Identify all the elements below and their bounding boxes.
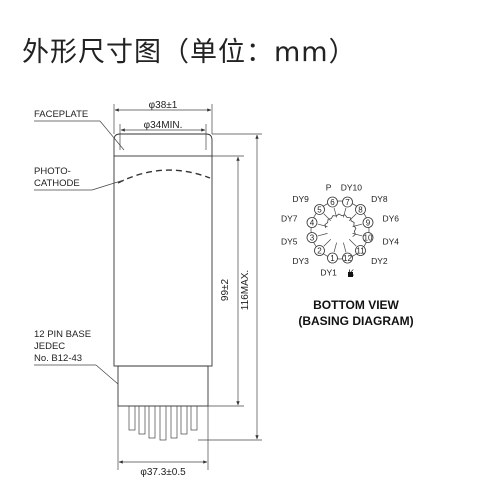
dynode-mark — [346, 216, 352, 222]
pin-lead — [343, 242, 347, 253]
key-notch — [348, 272, 353, 277]
pin-circle — [342, 196, 353, 208]
dynode-mark — [335, 213, 343, 217]
svg-text:φ38±1: φ38±1 — [149, 100, 178, 111]
pin-number: 11 — [356, 247, 365, 256]
pin-circle — [355, 204, 366, 215]
svg-text:FACEPLATE: FACEPLATE — [34, 109, 88, 120]
electrode-structure — [324, 213, 357, 238]
svg-text:99±2: 99±2 — [220, 278, 231, 301]
base-pins — [128, 405, 198, 441]
pin-lead — [343, 207, 347, 218]
dynode-mark — [327, 218, 332, 223]
dimension-height-116: 116MAX. — [240, 134, 259, 440]
pin-number: 9 — [366, 218, 371, 227]
dynode-mark — [324, 222, 329, 229]
dimension-diameter-max: φ38±1 — [114, 100, 212, 112]
pin-lead — [323, 213, 332, 222]
basing-caption-1: BOTTOM VIEW — [313, 298, 399, 312]
dynode-mark — [330, 215, 337, 219]
tube-base — [117, 365, 209, 407]
pin-lead — [323, 238, 332, 247]
dynode-mark — [353, 225, 357, 232]
pin-label: DY3 — [292, 256, 309, 266]
pin-circle — [362, 232, 374, 243]
pin-number: 7 — [345, 198, 350, 207]
pin-circle — [355, 245, 366, 256]
pin-number: 2 — [317, 247, 322, 256]
dynode-mark — [341, 214, 348, 218]
pin-circle — [314, 245, 325, 256]
tube-outline — [113, 133, 213, 441]
pin-label: P — [326, 182, 332, 192]
pin-lead — [348, 238, 357, 247]
svg-text:φ34MIN.: φ34MIN. — [144, 120, 183, 131]
pin-label: DY5 — [281, 236, 298, 246]
dynode-mark — [352, 230, 356, 238]
pin-circle — [306, 217, 318, 228]
pin-label: DY9 — [292, 194, 309, 204]
dynode-mark — [350, 220, 355, 227]
svg-text:JEDEC: JEDEC — [34, 341, 65, 352]
pin-label: DY10 — [341, 182, 363, 192]
photocathode-arc — [117, 169, 211, 184]
pin-circle — [314, 204, 325, 215]
pin-number: 10 — [364, 234, 373, 243]
svg-text:φ37.3±0.5: φ37.3±0.5 — [140, 467, 186, 478]
pin-lead — [317, 233, 328, 237]
pin-number: 1 — [330, 254, 335, 263]
page-title: 外形尺寸图（单位：mm） — [22, 37, 357, 68]
pin-lead — [317, 223, 328, 227]
label-faceplate: FACEPLATE — [34, 109, 125, 151]
dimension-height-99: 99±2 — [220, 156, 240, 406]
svg-text:116MAX.: 116MAX. — [240, 270, 251, 310]
svg-text:12 PIN BASE: 12 PIN BASE — [34, 329, 91, 340]
pin-label: DY6 — [383, 214, 400, 224]
label-base: 12 PIN BASE JEDEC No. B12-43 — [34, 329, 119, 385]
pin-circle — [342, 252, 353, 264]
svg-text:CATHODE: CATHODE — [34, 178, 80, 189]
pin-number: 6 — [330, 198, 335, 207]
pin-number: 5 — [317, 205, 322, 214]
basing-circle — [310, 200, 370, 260]
pin-circle — [327, 196, 338, 208]
pin-lead — [333, 242, 337, 253]
pin-label: DY7 — [281, 214, 298, 224]
pin-label: DY2 — [371, 256, 388, 266]
pin-number: 12 — [343, 254, 352, 263]
pin-number: 3 — [310, 234, 315, 243]
pin-number: 4 — [310, 218, 315, 227]
basing-caption-2: (BASING DIAGRAM) — [298, 314, 413, 328]
dimension-base-diameter: φ37.3±0.5 — [117, 406, 209, 478]
pin-number: 8 — [358, 205, 363, 214]
pin-lead — [348, 213, 357, 222]
label-photocathode: PHOTO- CATHODE — [34, 166, 125, 191]
pin-lead — [352, 233, 363, 237]
pin-label: DY4 — [383, 236, 400, 246]
pin-label: DY1 — [320, 268, 337, 278]
pin-circle — [306, 232, 318, 243]
svg-text:PHOTO-: PHOTO- — [34, 166, 71, 177]
pin-circle — [362, 217, 374, 228]
pin-circle — [327, 252, 338, 264]
svg-text:No. B12-43: No. B12-43 — [34, 353, 82, 364]
pin-label: DY8 — [371, 194, 388, 204]
dimension-photocathode-min: φ34MIN. — [120, 120, 206, 132]
